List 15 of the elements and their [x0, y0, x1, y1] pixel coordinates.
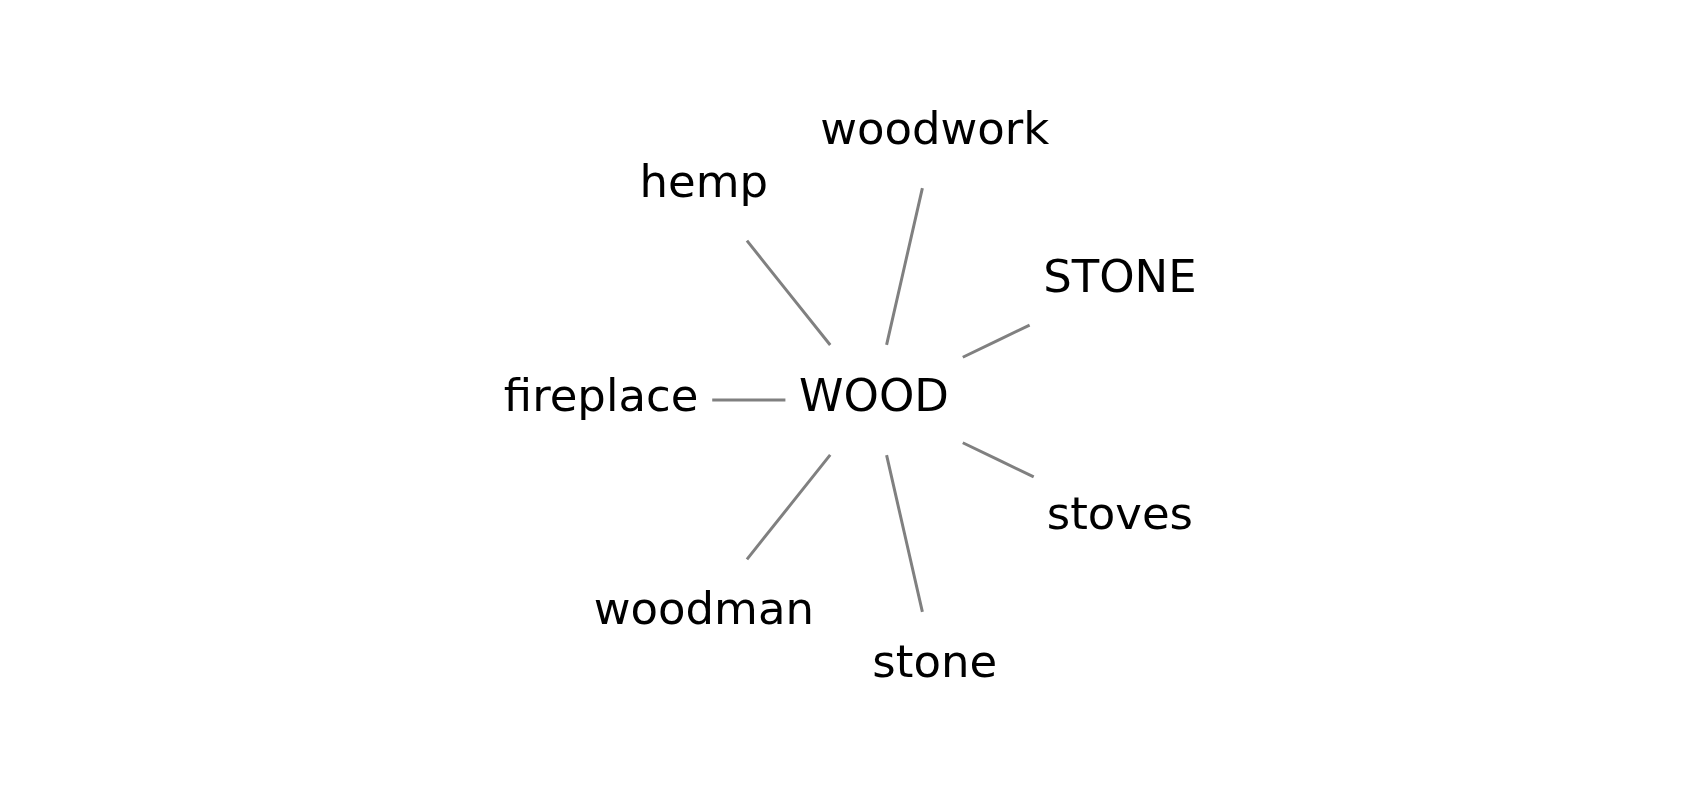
connector — [962, 441, 1035, 479]
node-text: WOOD — [799, 368, 949, 422]
connector — [962, 323, 1031, 359]
connector — [745, 454, 832, 561]
node-text: STONE — [1043, 250, 1197, 304]
node-text: woodman — [593, 581, 814, 635]
connector — [885, 454, 924, 613]
node-text: stoves — [1046, 486, 1194, 540]
node-text: hemp — [639, 155, 769, 209]
node-text: woodwork — [820, 102, 1050, 156]
node-text: fireplace — [503, 368, 699, 422]
connector — [885, 187, 924, 346]
connector — [712, 398, 786, 402]
node-text: stone — [872, 634, 998, 688]
connector — [745, 239, 832, 346]
